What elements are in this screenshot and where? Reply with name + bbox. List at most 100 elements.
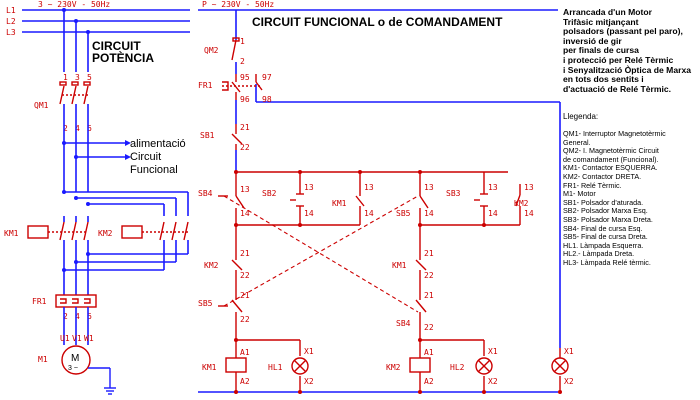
sb4-lower-terminal-21: 21 bbox=[424, 291, 434, 300]
description-line: i protecció per Relé Tèrmic bbox=[563, 54, 674, 65]
output-row-wires bbox=[235, 339, 561, 392]
hl3-x2: X2 bbox=[564, 377, 574, 386]
qm1-terminal-2: 2 bbox=[63, 124, 68, 133]
km2-hold-label: KM2 bbox=[514, 199, 529, 208]
ground-symbol bbox=[88, 367, 116, 395]
legend-heading: Llegenda: bbox=[563, 112, 599, 121]
sb3-terminal-14: 14 bbox=[488, 209, 498, 218]
sb5-limit-switch-upper bbox=[419, 184, 429, 225]
power-distribution-junctions bbox=[62, 140, 131, 206]
km2-coil bbox=[409, 357, 431, 373]
fr1-terminal-97: 97 bbox=[262, 73, 272, 82]
reversing-junctions bbox=[62, 252, 90, 272]
sb2-label: SB2 bbox=[262, 189, 277, 198]
km1-interlock-label: KM1 bbox=[392, 261, 407, 270]
power-distribution bbox=[63, 104, 189, 216]
qm1-terminal-1: 1 bbox=[63, 73, 68, 82]
sb3-start-right-button bbox=[474, 184, 488, 216]
qm2-label: QM2 bbox=[204, 46, 219, 55]
sb1-terminal-22: 22 bbox=[240, 143, 250, 152]
sb4-lower-terminal-22: 22 bbox=[424, 323, 434, 332]
motor-terminal-u1: U1 bbox=[60, 334, 70, 343]
control-supply-label: P ~ 230V - 50Hz bbox=[202, 0, 274, 9]
control-main-wires bbox=[235, 10, 561, 348]
motor-phase: 3 ~ bbox=[68, 365, 78, 372]
mechanical-links bbox=[223, 195, 419, 313]
fr1-terminal-6: 6 bbox=[87, 312, 92, 321]
description-line: Arrancada d'un Motor bbox=[563, 7, 652, 17]
qm1-terminal-5: 5 bbox=[87, 73, 92, 82]
qm1-terminal-4: 4 bbox=[75, 124, 80, 133]
km1-hold-terminal-13: 13 bbox=[364, 183, 374, 192]
legend-item: SB1- Polsador d'aturada. bbox=[563, 197, 644, 207]
km1-power-contacts bbox=[27, 221, 89, 241]
sb2-start-left-button bbox=[290, 184, 304, 216]
km1-hold-terminal-14: 14 bbox=[364, 209, 374, 218]
phase-label-l3: L3 bbox=[6, 28, 16, 37]
power-drops bbox=[63, 10, 89, 72]
qm1-terminal-3: 3 bbox=[75, 73, 80, 82]
hl2-lamp bbox=[475, 357, 493, 375]
hl1-x1: X1 bbox=[304, 347, 314, 356]
description-line: en tots dos sentits i bbox=[563, 74, 644, 85]
qm2-breaker bbox=[231, 37, 240, 61]
power-title-line1: CIRCUIT bbox=[92, 39, 141, 53]
fr1-control-label: FR1 bbox=[198, 81, 213, 90]
sb1-terminal-21: 21 bbox=[240, 123, 250, 132]
km1-interlock-contact bbox=[415, 250, 427, 290]
sb5-lower-terminal-21: 21 bbox=[240, 291, 250, 300]
hl3-x1: X1 bbox=[564, 347, 574, 356]
km1-coil-a1: A1 bbox=[240, 348, 250, 357]
fr1-terminal-2: 2 bbox=[63, 312, 68, 321]
sb5-upper-terminal-13: 13 bbox=[424, 183, 434, 192]
km1-interlock-terminal-22: 22 bbox=[424, 271, 434, 280]
description-line: per finals de cursa bbox=[563, 45, 639, 56]
phase-label-l2: L2 bbox=[6, 17, 16, 26]
hl2-x2: X2 bbox=[488, 377, 498, 386]
hl2-x1: X1 bbox=[488, 347, 498, 356]
legend-item: de comandament (Funcional). bbox=[563, 154, 659, 164]
qm2-terminal-1: 1 bbox=[240, 37, 245, 46]
control-title: CIRCUIT FUNCIONAL o de COMANDAMENT bbox=[252, 15, 503, 29]
description-line: i Senyalització Òptica de Marxa bbox=[563, 64, 691, 75]
km1-coil-label: KM1 bbox=[202, 363, 217, 372]
sb4-limit-switch bbox=[218, 184, 245, 225]
qm1-terminal-6: 6 bbox=[87, 124, 92, 133]
motor-label: M1 bbox=[38, 355, 48, 364]
km2-interlock-label: KM2 bbox=[204, 261, 219, 270]
fr1-terminal-4: 4 bbox=[75, 312, 80, 321]
sb4-terminal-13: 13 bbox=[240, 185, 250, 194]
sb4-lower-label: SB4 bbox=[396, 319, 411, 328]
control-branch-wires bbox=[235, 171, 521, 250]
sb1-label: SB1 bbox=[200, 131, 215, 140]
km2-hold-terminal-14: 14 bbox=[524, 209, 534, 218]
fr1-thermal-relay bbox=[55, 294, 97, 308]
description-title: Arrancada d'un Motor Trifàsic mitjançant… bbox=[563, 7, 699, 94]
legend-item: HL2.- Làmpada Dreta. bbox=[563, 249, 635, 259]
legend-item: SB2- Polsador Marxa Esq. bbox=[563, 206, 648, 216]
legend-item: QM1- Interruptor Magnetotèrmic bbox=[563, 129, 666, 138]
legend-item: SB5- Final de cursa Dreta. bbox=[563, 232, 648, 242]
legend-item: HL1. Làmpada Esquerra. bbox=[563, 240, 644, 250]
km1-power-label: KM1 bbox=[4, 229, 19, 238]
sb2-terminal-13: 13 bbox=[304, 183, 314, 192]
motor-leads bbox=[63, 307, 89, 345]
power-supply-label: 3 ~ 230V - 50Hz bbox=[38, 0, 110, 9]
hl3-lamp bbox=[551, 348, 569, 375]
motor-terminal-v1: V1 bbox=[72, 334, 82, 343]
km1-hold-label: KM1 bbox=[332, 199, 347, 208]
fr1-terminal-98: 98 bbox=[262, 95, 272, 104]
km2-coil-a1: A1 bbox=[424, 348, 434, 357]
km2-power-contacts bbox=[121, 221, 189, 241]
motor-letter: M bbox=[71, 353, 79, 364]
legend-item: General. bbox=[563, 137, 591, 147]
fr1-terminal-96: 96 bbox=[240, 95, 250, 104]
fr1-aux-contacts bbox=[222, 74, 263, 100]
km1-coil bbox=[225, 357, 247, 373]
hl1-lamp bbox=[291, 357, 309, 375]
fr1-terminal-95: 95 bbox=[240, 73, 250, 82]
qm1-breaker bbox=[59, 81, 91, 105]
hl2-label: HL2 bbox=[450, 363, 465, 372]
